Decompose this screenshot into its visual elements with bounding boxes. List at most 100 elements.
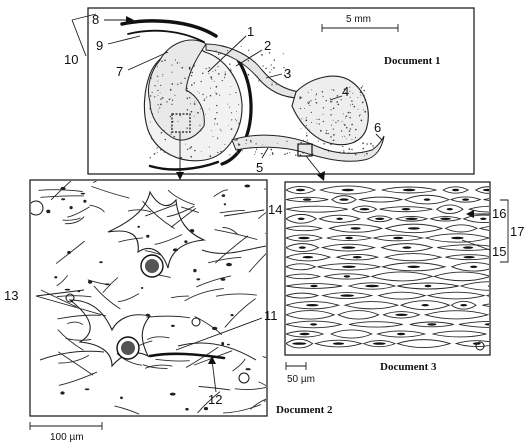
stipple-dot — [187, 149, 188, 150]
stipple-dot — [212, 71, 213, 72]
stipple-dot — [224, 76, 225, 77]
doc2-fiber-nucleus — [65, 289, 71, 291]
stipple-dot — [228, 125, 229, 126]
doc2-fiber-nucleus — [70, 206, 73, 209]
stipple-dot — [355, 154, 357, 156]
doc3-fiber-nucleus — [299, 246, 306, 248]
doc2-fiber — [235, 386, 270, 389]
stipple-dot — [277, 143, 278, 144]
stipple-dot — [218, 53, 220, 55]
doc3-tissue — [286, 186, 527, 350]
doc2-fibers — [39, 173, 303, 414]
stipple-dot — [234, 140, 235, 141]
stipple-dot — [224, 74, 226, 76]
stipple-dot — [315, 99, 316, 100]
doc3-fiber-nucleus — [351, 227, 361, 229]
stipple-dot — [187, 109, 189, 111]
stipple-dot — [346, 139, 347, 140]
doc1-lower-strand — [232, 135, 384, 161]
stipple-dot — [344, 152, 345, 153]
stipple-dot — [246, 143, 247, 144]
doc3-fiber-nucleus — [470, 266, 477, 268]
doc3-fiber — [434, 272, 490, 281]
stipple-dot — [229, 154, 230, 155]
stipple-dot — [239, 125, 240, 126]
stipple-dot — [366, 153, 368, 155]
doc3-fiber-nucleus — [425, 285, 432, 287]
doc2-fiber — [68, 322, 83, 324]
doc2-fiber-nucleus — [67, 251, 71, 254]
stipple-dot — [254, 154, 255, 155]
stipple-dot — [216, 93, 218, 95]
stipple-dot — [355, 129, 357, 131]
doc2-fiber — [59, 352, 93, 375]
stipple-dot — [349, 91, 350, 92]
stipple-dot — [350, 128, 352, 130]
stipple-dot — [309, 105, 310, 106]
stipple-dot — [190, 156, 192, 158]
doc2-fiber-nucleus — [222, 194, 226, 197]
stipple-dot — [325, 132, 327, 134]
label-8: 8 — [92, 12, 99, 27]
doc2-fiber-nucleus — [99, 261, 103, 263]
stipple-dot — [161, 132, 163, 134]
stipple-dot — [348, 148, 350, 150]
doc2-fiber-nucleus — [85, 388, 90, 390]
stipple-dot — [346, 115, 348, 117]
stipple-dot — [160, 92, 161, 93]
doc3-fiber-nucleus — [405, 218, 417, 220]
doc2-nucleus-lower — [117, 337, 139, 359]
stipple-dot — [187, 98, 189, 100]
stipple-dot — [157, 61, 158, 62]
stipple-dot — [316, 95, 317, 96]
doc1-arrowhead-doc3 — [317, 171, 325, 181]
stipple-dot — [270, 155, 271, 156]
stipple-dot — [166, 101, 167, 102]
stipple-dot — [295, 155, 296, 156]
doc3-scale-label: 50 µm — [287, 374, 315, 385]
stipple-dot — [210, 88, 211, 89]
doc2-fiber — [215, 230, 257, 240]
stipple-dot — [217, 138, 218, 139]
doc3-fiber — [398, 340, 451, 348]
doc3-fiber — [360, 197, 402, 202]
doc2-tissue — [29, 173, 303, 414]
label-9: 9 — [96, 38, 103, 53]
doc3-fiber-nucleus — [402, 208, 411, 210]
stipple-dot — [197, 112, 199, 114]
doc2-fiber-nucleus — [221, 342, 224, 346]
stipple-dot — [235, 119, 236, 120]
doc2-fiber-nucleus — [60, 391, 64, 394]
stipple-dot — [158, 104, 159, 105]
stipple-dot — [250, 147, 252, 149]
stipple-dot — [346, 127, 348, 129]
stipple-dot — [229, 94, 230, 95]
doc3-fiber — [428, 292, 484, 299]
doc3-fiber-nucleus — [483, 189, 495, 191]
stipple-dot — [172, 100, 173, 101]
doc3-fiber-nucleus — [365, 285, 379, 287]
stipple-dot — [255, 143, 256, 144]
stipple-dot — [191, 75, 192, 76]
stipple-dot — [191, 146, 192, 147]
doc2-fiber-nucleus — [170, 393, 176, 396]
stipple-dot — [333, 134, 335, 136]
stipple-dot — [238, 104, 239, 105]
doc3-fiber-nucleus — [345, 237, 353, 239]
stipple-dot — [201, 151, 202, 152]
stipple-dot — [186, 127, 187, 128]
doc3-fiber-nucleus — [342, 189, 354, 191]
stipple-dot — [160, 98, 162, 100]
stipple-dot — [150, 135, 151, 136]
stipple-dot — [177, 62, 178, 63]
stipple-dot — [306, 117, 307, 118]
doc2-scale-label: 100 µm — [50, 432, 84, 442]
label-1: 1 — [247, 24, 254, 39]
leader-10a — [72, 20, 86, 56]
stipple-dot — [271, 84, 272, 85]
doc2-fiber — [171, 296, 188, 298]
stipple-dot — [335, 122, 336, 123]
stipple-dot — [194, 104, 195, 105]
stipple-dot — [355, 137, 356, 138]
stipple-dot — [219, 95, 220, 96]
